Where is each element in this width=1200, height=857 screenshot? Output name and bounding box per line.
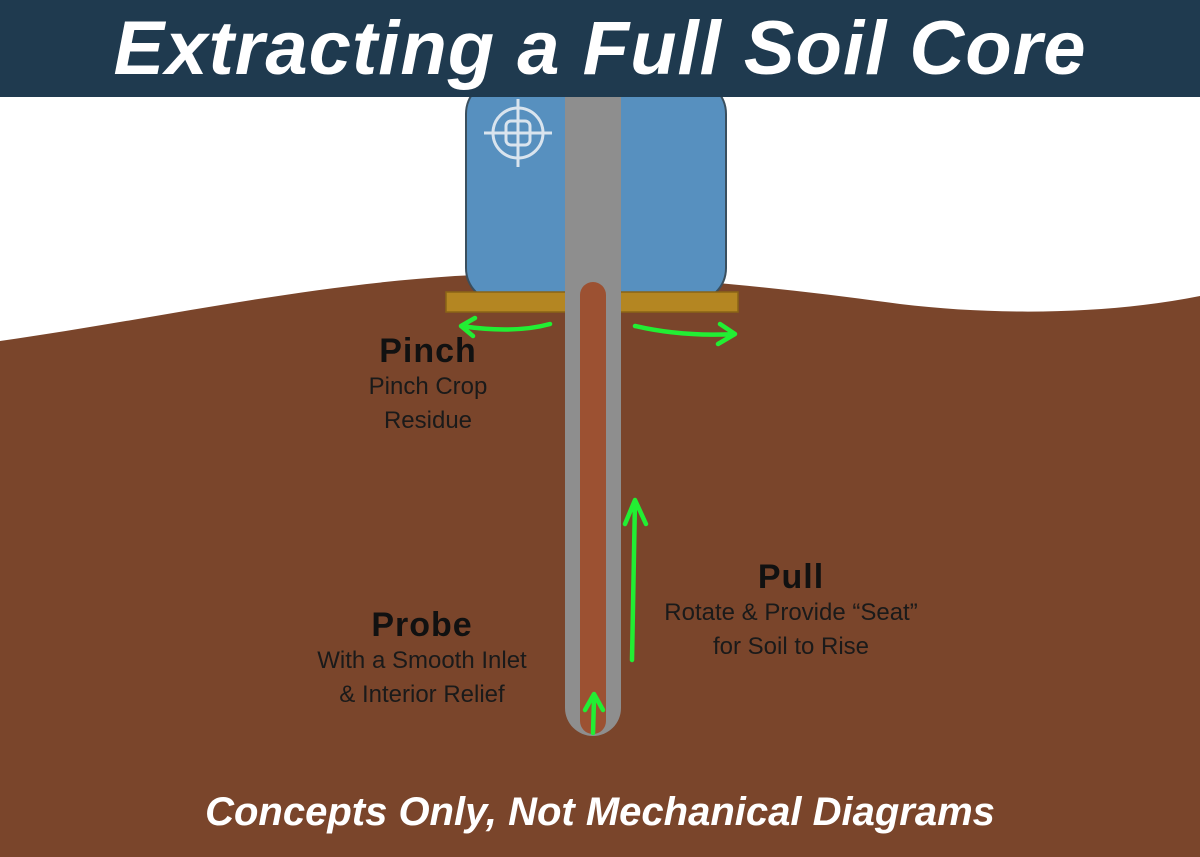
page-title: Extracting a Full Soil Core <box>113 5 1087 91</box>
pull-up-arrow <box>622 497 649 663</box>
pull-line-2: for Soil to Rise <box>712 633 870 660</box>
pinch-line-2: Residue <box>383 407 473 434</box>
pinch-heading: Pinch <box>379 332 477 370</box>
probe-line-1: With a Smooth Inlet <box>317 647 527 674</box>
pinch-right-arrow <box>632 321 738 347</box>
pull-label: Pull Rotate & Provide “Seat” for Soil to… <box>636 558 946 664</box>
pinch-left-arrow <box>458 315 553 339</box>
pinch-line-1: Pinch Crop <box>368 373 488 400</box>
title-bar: Extracting a Full Soil Core <box>0 0 1200 97</box>
soil-entry-arrow <box>582 691 606 736</box>
pull-heading: Pull <box>757 558 825 596</box>
soil-core <box>580 282 606 734</box>
probe-heading: Probe <box>371 606 473 644</box>
pull-line-1: Rotate & Provide “Seat” <box>664 599 918 626</box>
probe-label: Probe With a Smooth Inlet & Interior Rel… <box>272 606 572 712</box>
crosshair-logo-icon <box>484 99 552 167</box>
pinch-label: Pinch Pinch Crop Residue <box>318 332 538 438</box>
footer-note: Concepts Only, Not Mechanical Diagrams <box>205 790 995 834</box>
probe-line-2: & Interior Relief <box>339 681 505 708</box>
